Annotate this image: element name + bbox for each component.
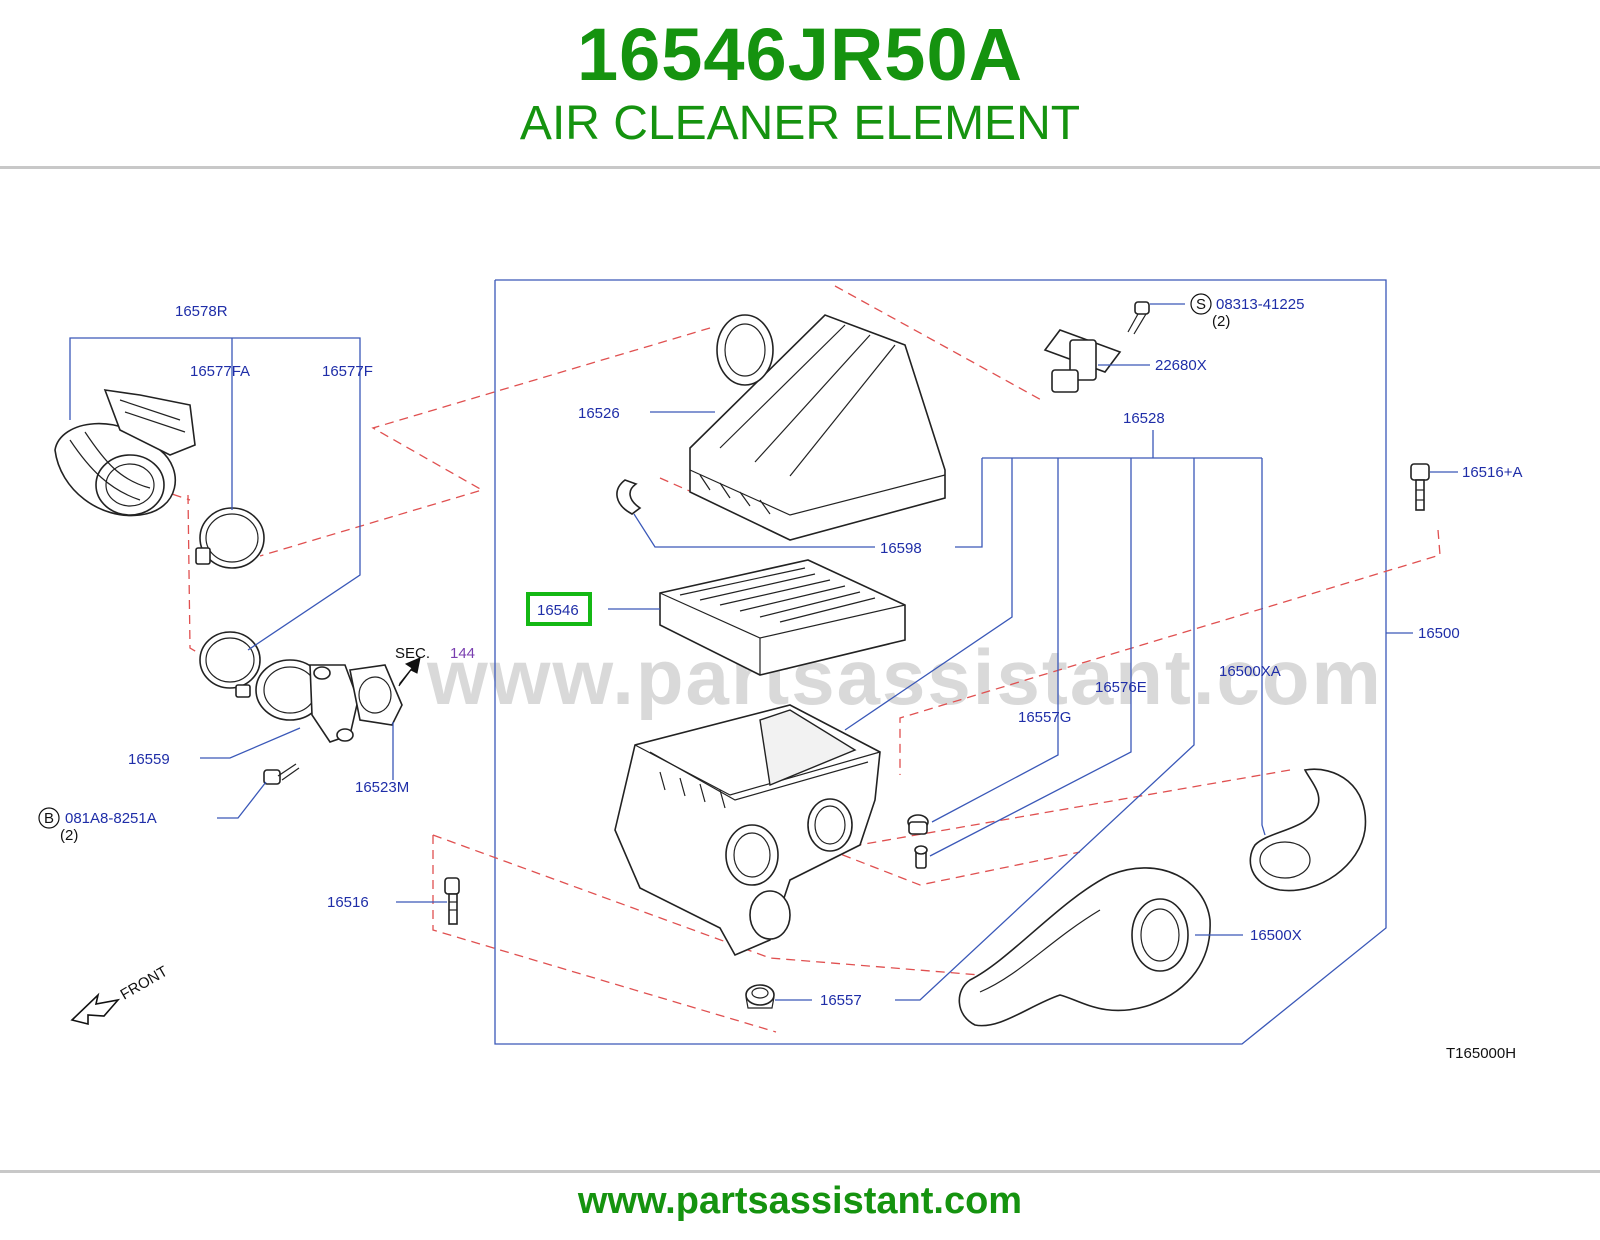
label-16516a[interactable]: 16516+A xyxy=(1462,464,1522,481)
clip-part xyxy=(616,479,642,515)
grommet-16557-part xyxy=(745,984,775,1009)
hose-clamp-lower-part xyxy=(199,631,261,698)
intake-duct-part xyxy=(54,389,196,517)
bolt-081a8-part xyxy=(263,763,300,785)
label-08313-41225[interactable]: 08313-41225 xyxy=(1216,296,1304,313)
highlight-box xyxy=(526,592,592,626)
label-16528[interactable]: 16528 xyxy=(1123,410,1165,427)
leader-lines xyxy=(69,303,1458,1001)
label-16500[interactable]: 16500 xyxy=(1418,625,1460,642)
sec-arrow-icon xyxy=(398,657,421,687)
label-22680x[interactable]: 22680X xyxy=(1155,357,1207,374)
label-16559[interactable]: 16559 xyxy=(128,751,170,768)
front-arrow-icon xyxy=(70,992,121,1026)
footer-url[interactable]: www.partsassistant.com xyxy=(577,1180,1023,1222)
elbow-duct-part xyxy=(1249,768,1367,892)
label-16500xa[interactable]: 16500XA xyxy=(1219,663,1281,680)
resonator-part xyxy=(958,867,1211,1027)
sec-label: SEC. xyxy=(395,645,430,662)
header-divider xyxy=(0,166,1600,169)
front-label: FRONT xyxy=(118,963,171,1004)
air-cleaner-cover-part xyxy=(689,314,946,541)
part-description: AIR CLEANER ELEMENT xyxy=(519,97,1081,150)
symbol-s: S xyxy=(1196,296,1206,313)
label-16577f[interactable]: 16577F xyxy=(322,363,373,380)
label-16576e[interactable]: 16576E xyxy=(1095,679,1147,696)
label-081a8-8251a[interactable]: 081A8-8251A xyxy=(65,810,157,827)
label-16557[interactable]: 16557 xyxy=(820,992,862,1009)
sec-number[interactable]: 144 xyxy=(450,645,475,662)
screw-08313-part xyxy=(1127,301,1150,335)
parts-diagram: www.partsassistant.com xyxy=(0,170,1600,1170)
watermark-text: www.partsassistant.com xyxy=(426,633,1383,721)
parts-diagram-svg: www.partsassistant.com xyxy=(38,279,1522,1062)
symbol-b: B xyxy=(44,810,54,827)
assembly-frame xyxy=(494,279,1387,1045)
symbol-s-circle xyxy=(1190,293,1212,315)
air-flow-sensor-part xyxy=(1043,329,1122,393)
symbol-b-circle xyxy=(38,807,60,829)
footer-divider xyxy=(0,1170,1600,1173)
label-16577fa[interactable]: 16577FA xyxy=(190,363,250,380)
bolt-16516a-part xyxy=(1410,463,1430,511)
hose-clamp-upper-part xyxy=(195,507,265,569)
label-16546[interactable]: 16546 xyxy=(537,602,579,619)
air-filter-element-part xyxy=(659,559,906,676)
page-header: 16546JR50A AIR CLEANER ELEMENT xyxy=(0,0,1600,168)
label-16598[interactable]: 16598 xyxy=(880,540,922,557)
label-16516[interactable]: 16516 xyxy=(327,894,369,911)
label-16500x[interactable]: 16500X xyxy=(1250,927,1302,944)
grommet-16557g-part xyxy=(907,814,929,835)
label-16557g[interactable]: 16557G xyxy=(1018,709,1071,726)
diagram-code: T165000H xyxy=(1446,1045,1516,1062)
label-16523m[interactable]: 16523M xyxy=(355,779,409,796)
bolt-16516-part xyxy=(444,877,460,925)
label-16578r[interactable]: 16578R xyxy=(175,303,228,320)
label-08313-qty: (2) xyxy=(1212,313,1230,330)
air-cleaner-body-part xyxy=(614,704,881,957)
label-081a8-qty: (2) xyxy=(60,827,78,844)
mount-16576e-part xyxy=(914,845,928,869)
part-number-title: 16546JR50A xyxy=(576,13,1024,96)
label-16526[interactable]: 16526 xyxy=(578,405,620,422)
gasket-part xyxy=(349,664,403,726)
throttle-adapter-part xyxy=(255,659,359,743)
